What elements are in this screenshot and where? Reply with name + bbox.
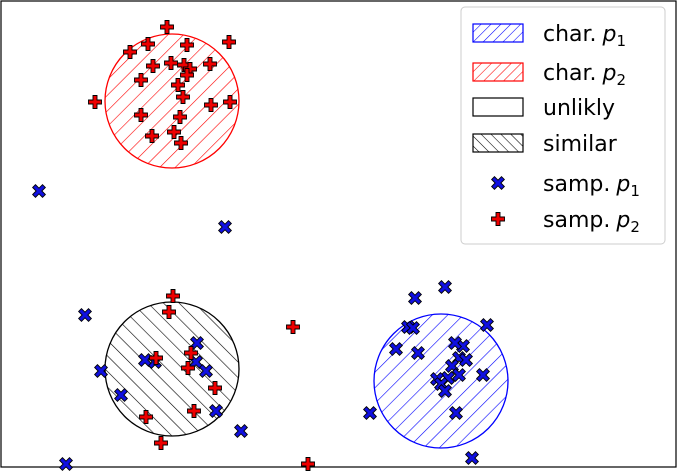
- region-char-p2: [104, 33, 240, 169]
- samp-p1-point: [113, 387, 129, 403]
- samp-p2-point: [181, 361, 195, 375]
- samp-p1-point: [233, 423, 249, 439]
- samp-p2-point: [222, 35, 236, 49]
- samp-p1-point: [137, 352, 153, 368]
- samp-p1-point: [208, 403, 224, 419]
- legend-marker-x-icon: [490, 175, 506, 191]
- legend-swatch: [472, 23, 524, 43]
- samp-p1-point: [475, 367, 491, 383]
- legend-swatch: [472, 97, 524, 117]
- samp-p2-point: [180, 38, 194, 52]
- samp-p1-point: [447, 335, 463, 351]
- legend-label: samp.p2: [543, 208, 640, 236]
- samp-p1-point: [451, 367, 467, 383]
- samp-p2-point: [160, 20, 174, 34]
- samp-p2-point: [154, 436, 168, 450]
- samp-p2-point: [134, 73, 148, 87]
- samp-p2-point: [146, 59, 160, 73]
- legend-swatch: [472, 133, 524, 153]
- samp-p1-point: [31, 183, 47, 199]
- samp-p2-point: [204, 98, 218, 112]
- samp-p2-point: [141, 37, 155, 51]
- samp-p1-point: [362, 405, 378, 421]
- samp-p2-point: [139, 410, 153, 424]
- samp-p2-point: [123, 45, 137, 59]
- samp-p1-point: [437, 279, 453, 295]
- samp-p2-point: [173, 110, 187, 124]
- samp-p2-point: [167, 125, 181, 139]
- samp-p2-point: [187, 404, 201, 418]
- legend-swatch: [472, 62, 524, 82]
- points-layer: [31, 20, 495, 472]
- samp-p2-point: [88, 95, 102, 109]
- legend-label: unlikly: [543, 96, 615, 121]
- legend-item: char.p2: [472, 61, 626, 89]
- samp-p2-point: [149, 351, 163, 365]
- legend: char.p1 char.p2 unlikly similar samp.p1 samp.…: [460, 6, 666, 245]
- samp-p2-point: [171, 78, 185, 92]
- samp-p1-point: [479, 317, 495, 333]
- samp-p2-point: [174, 136, 188, 150]
- samp-p1-point: [388, 341, 404, 357]
- legend-item: char.p1: [472, 22, 626, 50]
- samp-p1-point: [407, 290, 423, 306]
- samp-p1-point: [189, 335, 205, 351]
- samp-p1-point: [77, 307, 93, 323]
- samp-p1-point: [58, 456, 74, 472]
- samp-p1-point: [464, 450, 480, 466]
- legend-marker-plus-icon: [491, 212, 505, 226]
- samp-p2-point: [301, 457, 315, 471]
- legend-label: similar: [543, 132, 618, 157]
- samp-p1-point: [217, 219, 233, 235]
- samp-p2-point: [145, 129, 159, 143]
- legend-item: similar: [472, 132, 618, 157]
- legend-item: unlikly: [472, 96, 615, 121]
- legend-item: samp.p1: [490, 172, 640, 200]
- samp-p2-point: [176, 90, 190, 104]
- samp-p2-point: [166, 289, 180, 303]
- samp-p1-point: [448, 405, 464, 421]
- legend-label: char.p1: [543, 22, 626, 50]
- samp-p1-point: [458, 352, 474, 368]
- samp-p1-point: [437, 383, 453, 399]
- samp-p1-point: [198, 363, 214, 379]
- samp-p2-point: [286, 320, 300, 334]
- samp-p2-point: [180, 68, 194, 82]
- samp-p1-point: [405, 320, 421, 336]
- samp-p2-point: [184, 346, 198, 360]
- samp-p2-point: [223, 95, 237, 109]
- samp-p1-point: [93, 363, 109, 379]
- samp-p2-point: [164, 56, 178, 70]
- samp-p2-point: [162, 305, 176, 319]
- samp-p2-point: [134, 108, 148, 122]
- legend-item: samp.p2: [491, 208, 640, 236]
- legend-label: char.p2: [543, 61, 626, 89]
- legend-label: samp.p1: [543, 172, 640, 200]
- samp-p2-point: [208, 381, 222, 395]
- samp-p2-point: [203, 57, 217, 71]
- samp-p1-point: [410, 345, 426, 361]
